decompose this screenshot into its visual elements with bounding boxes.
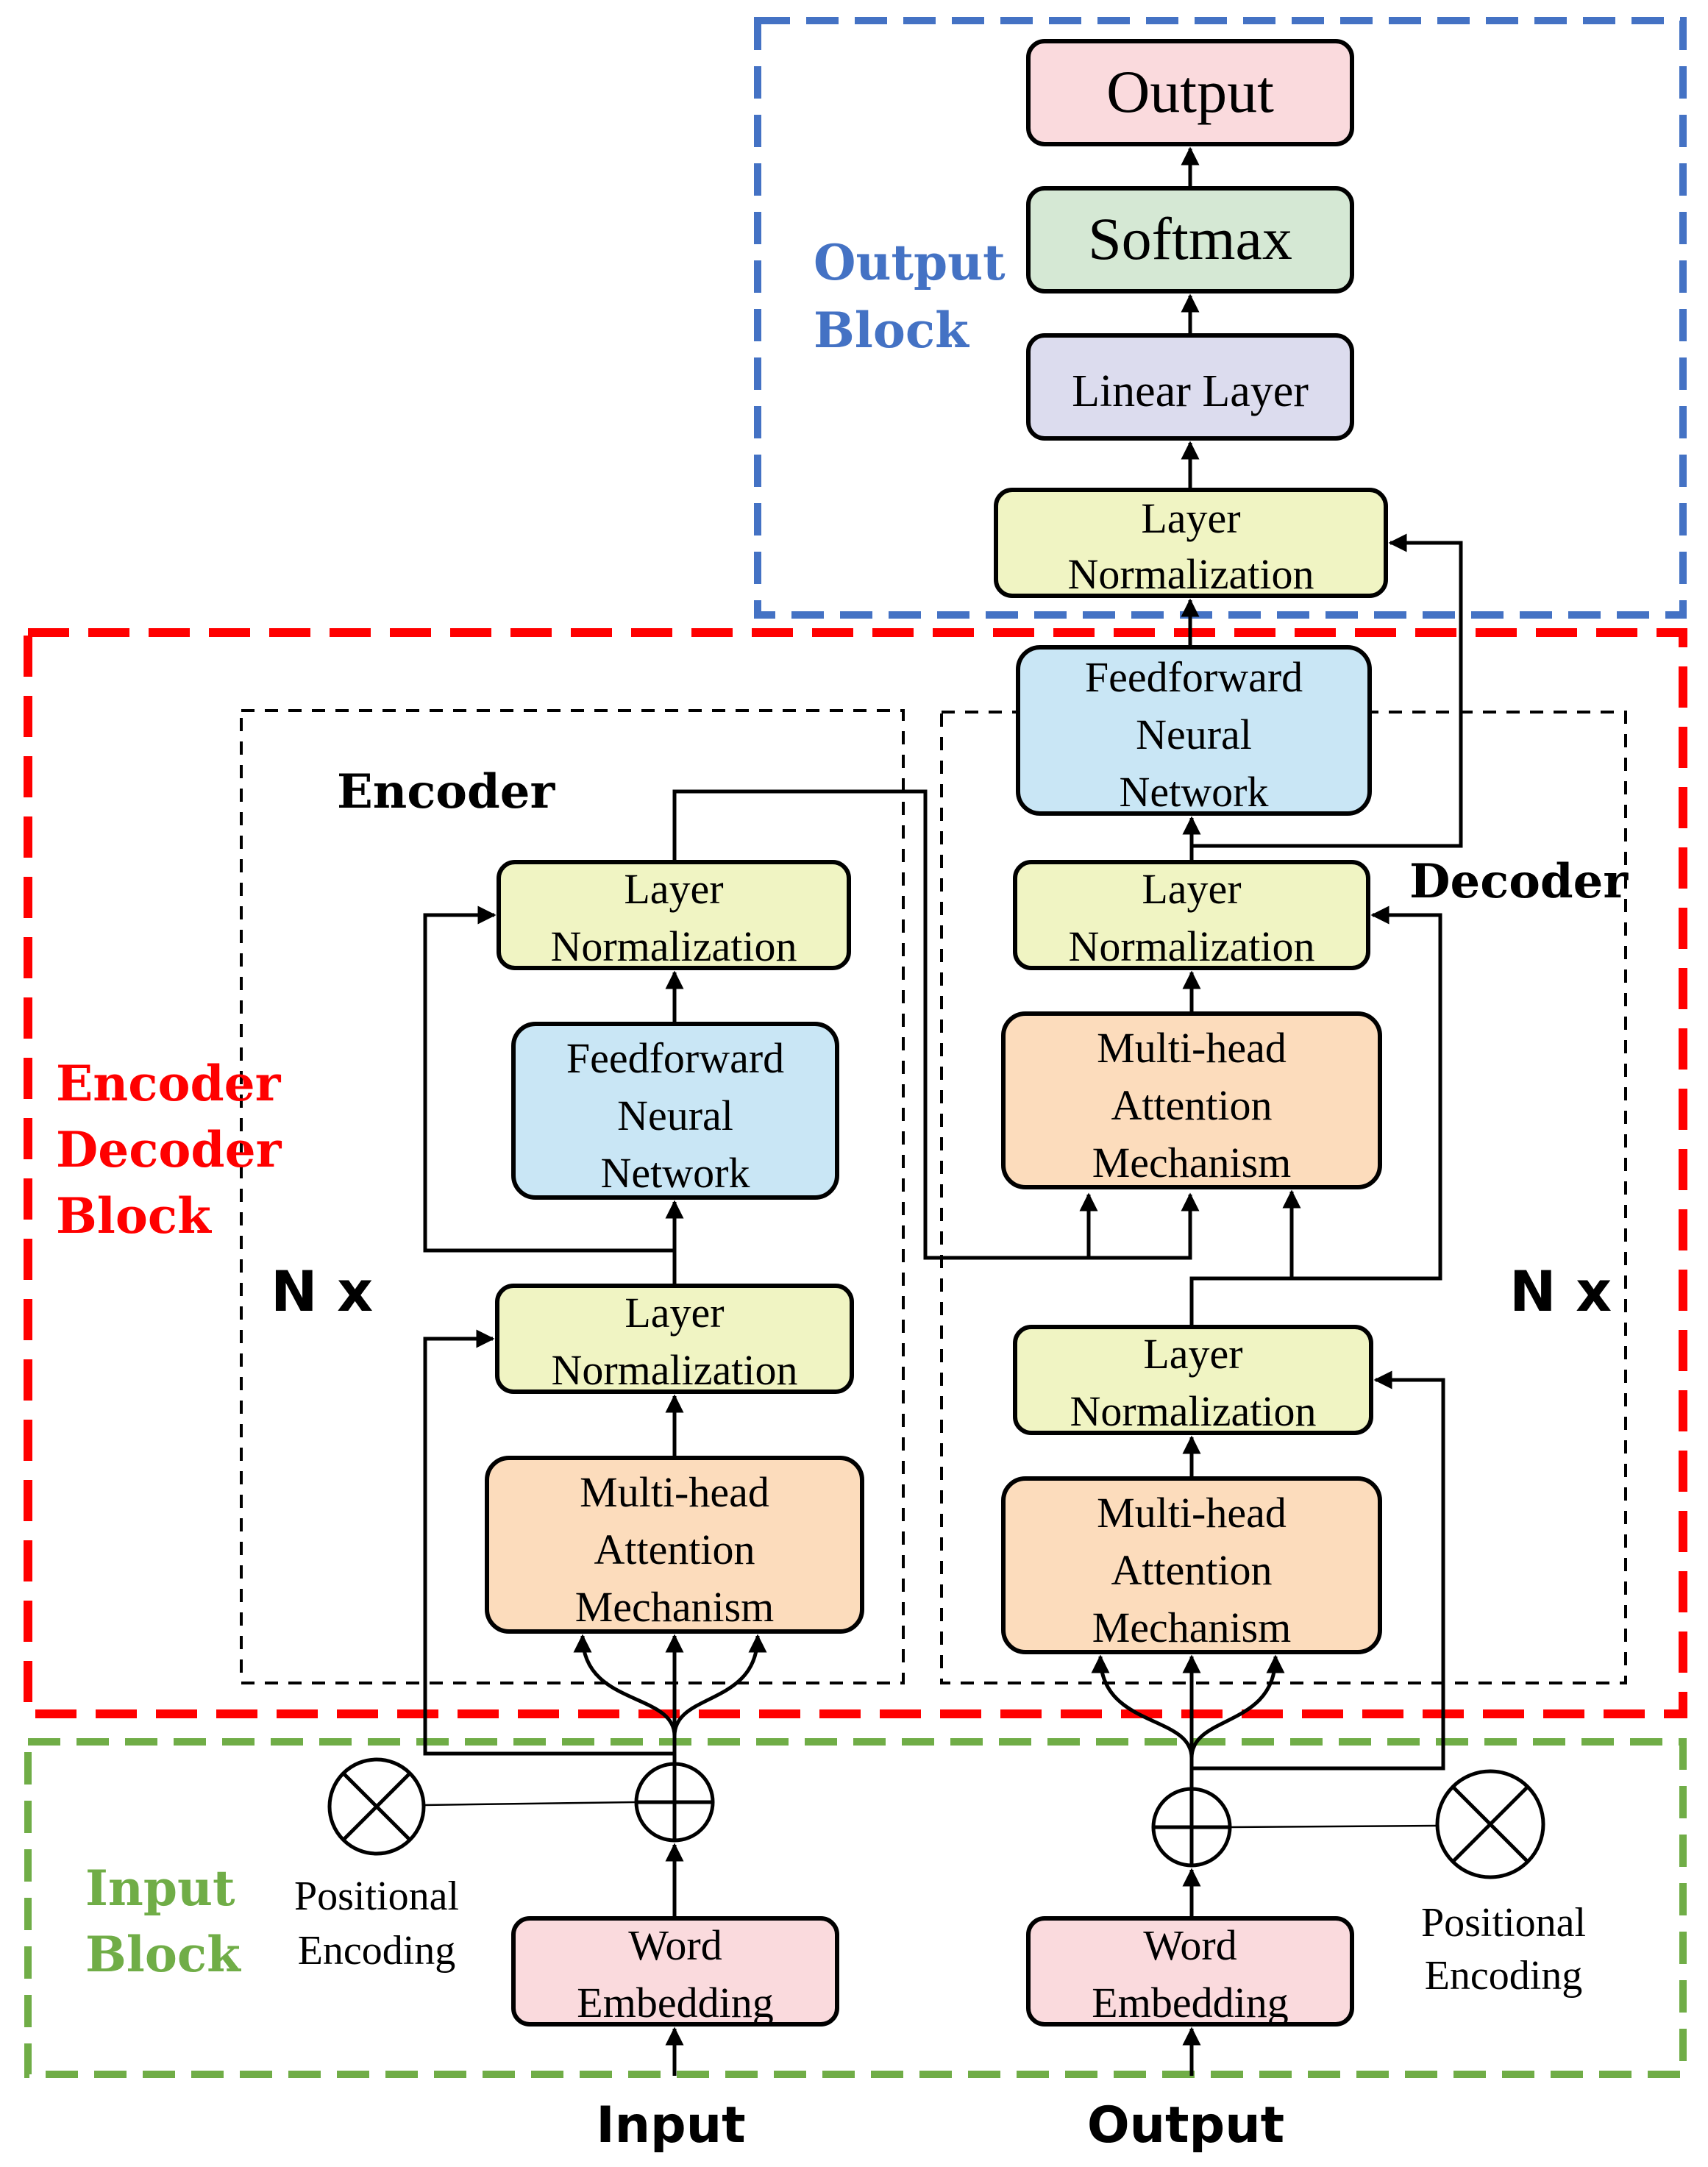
input-block-label-1: Input [85,1860,235,1917]
decoder-ffn-label-2: Neural [1136,711,1252,758]
decoder-mha-bottom-label-1: Multi-head [1097,1489,1287,1537]
encdec-block-label-2: Decoder [56,1121,282,1178]
encoder-border [240,709,905,1684]
right-positional-link [1229,1824,1438,1829]
left-word-embedding-label-1: Word [628,1921,722,1969]
decoder-repeat-label: N x [1509,1259,1612,1324]
encoder-layer-norm-top-label-1: Layer [624,865,723,913]
decoder-mha-bottom-label-3: Mechanism [1092,1604,1292,1651]
dec-input-fan-left [1091,1654,1194,1759]
right-word-embedding-label-2: Embedding [1092,1979,1288,2027]
decoder-layer-norm-bottom-label-1: Layer [1143,1330,1242,1378]
output-block-label-1: Output [814,234,1006,291]
enc-residual-mha [423,1329,675,1756]
enc-input-fan-left [573,1634,677,1737]
decoder-ffn-box [1016,645,1372,816]
decoder-mha-top-label-1: Multi-head [1097,1024,1287,1072]
softmax-box-label: Softmax [1088,205,1292,272]
right-positional-label-1: Positional [1421,1900,1586,1946]
decoder-ffn-label-3: Network [1120,768,1269,816]
linear-layer-label: Linear Layer [1072,366,1309,416]
final-layer-norm-label-2: Normalization [1067,550,1314,598]
encoder-ffn-label-2: Neural [617,1092,733,1139]
left-word-embedding-label-2: Embedding [577,1979,773,2027]
left-positional-link [423,1801,637,1807]
input-label: Input [596,2096,745,2154]
left-positional-label-1: Positional [294,1874,459,1919]
input-block-border [24,1738,1687,2078]
dec-residual-mha-top [1292,905,1442,1281]
enc-residual-ffn [423,905,675,1253]
right-times-stroke-2 [1452,1786,1529,1862]
right-positional-label-2: Encoding [1425,1953,1583,1999]
encoder-ffn-label-3: Network [601,1149,750,1197]
enc-input-fan-right [672,1634,767,1737]
dec-residual-mha-bottom [1192,1370,1445,1771]
input-block-label-2: Block [85,1926,241,1983]
dec-arrow-norm-to-mha-top [1189,1189,1301,1327]
encoder-mha-label-1: Multi-head [580,1468,769,1516]
encdec-block-label-3: Block [56,1187,212,1245]
decoder-layer-norm-top-label-2: Normalization [1068,922,1314,970]
encoder-layer-norm-top-label-2: Normalization [550,922,797,970]
output-box-label: Output [1106,58,1274,125]
encoder-layer-norm-bottom-label-1: Layer [625,1289,724,1337]
encoder-mha-label-3: Mechanism [575,1583,775,1631]
output-label: Output [1087,2096,1284,2154]
decoder-title: Decoder [1409,854,1629,909]
left-times-stroke-2 [342,1772,411,1841]
encoder-decoder-block-border [24,628,1687,1718]
output-block-border [754,17,1687,619]
output-block-label-2: Block [814,302,969,359]
enc-output-to-decoder [672,789,1200,1260]
encdec-block-label-1: Encoder [56,1055,282,1112]
decoder-mha-top-label-3: Mechanism [1092,1139,1292,1186]
decoder-mha-bottom-label-2: Attention [1111,1546,1272,1594]
dec-residual-ffn [1192,533,1463,848]
decoder-layer-norm-bottom-label-2: Normalization [1070,1387,1316,1435]
encoder-repeat-label: N x [271,1259,373,1324]
right-word-embedding-label-1: Word [1143,1921,1236,1969]
dec-input-fan-right [1189,1654,1285,1759]
encoder-mha-label-2: Attention [594,1526,755,1573]
decoder-ffn-label-1: Feedforward [1085,653,1303,701]
encoder-layer-norm-bottom-label-2: Normalization [551,1346,797,1394]
output-box [1026,39,1354,146]
decoder-layer-norm-top-label-1: Layer [1142,865,1241,913]
encoder-title: Encoder [337,764,555,819]
decoder-mha-top-label-2: Attention [1111,1081,1272,1129]
encoder-ffn-label-1: Feedforward [566,1034,784,1082]
final-layer-norm-label-1: Layer [1141,494,1240,542]
left-positional-label-2: Encoding [298,1928,456,1974]
